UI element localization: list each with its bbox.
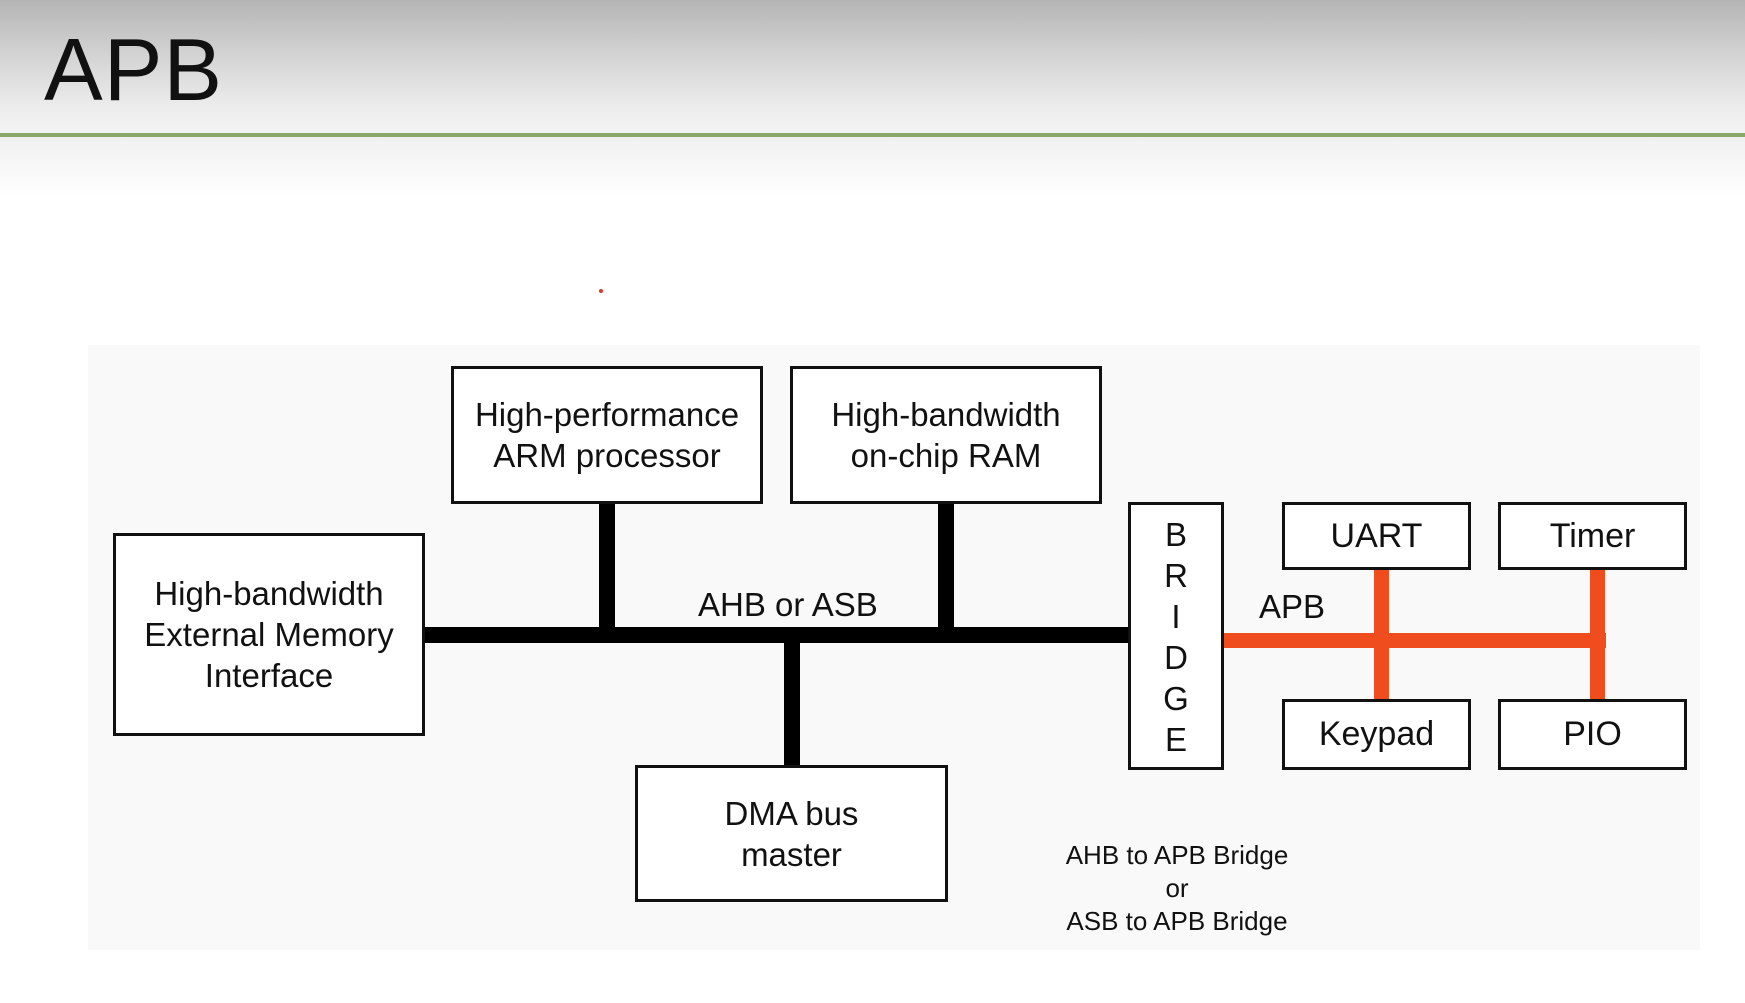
bridge-note-line1: AHB to APB Bridge [1065,840,1289,870]
bridge-letter-e: E [1164,721,1187,758]
arm-processor-label-line2: ARM processor [493,437,721,474]
bridge-letter-g: G [1163,680,1189,717]
bridge-letter-b: B [1164,516,1187,553]
bridge-letter-d: D [1164,639,1188,676]
external-memory-label-line1: High-bandwidth [154,575,384,612]
bridge-letter-r: R [1164,557,1188,594]
bridge-note-line2: or [1165,873,1189,903]
title-bar: APB [0,0,1745,133]
dma-master-box: DMA bus master [635,765,948,902]
onchip-ram-box: High-bandwidth on-chip RAM [790,366,1102,504]
pio-label: PIO [1563,715,1622,753]
laser-pointer-dot [599,289,603,293]
pio-box: PIO [1498,699,1687,770]
external-memory-label-line2: External Memory [144,616,394,653]
apb-bus-label: APB [1259,588,1326,625]
onchip-ram-label-line2: on-chip RAM [850,437,1042,474]
arm-bus-connector [599,502,615,629]
uart-box: UART [1282,502,1471,570]
apb-bus-line [1208,633,1606,648]
onchip-ram-label-line1: High-bandwidth [831,396,1061,433]
external-memory-box: High-bandwidth External Memory Interface [113,533,425,736]
dma-label-line1: DMA bus [724,794,859,832]
system-bus-label: AHB or ASB [698,586,878,623]
uart-label: UART [1330,516,1423,555]
dma-label-line2: master [741,835,842,873]
keypad-box: Keypad [1282,699,1471,770]
dma-bus-connector [784,641,800,767]
apb-timer-pio-connector [1590,568,1605,709]
system-bus-line [423,627,1131,643]
timer-label: Timer [1549,516,1636,555]
ram-bus-connector [938,502,954,629]
external-memory-label-line3: Interface [204,657,334,694]
bridge-letter-i: I [1171,598,1181,635]
arm-processor-box: High-performance ARM processor [451,366,763,504]
keypad-label: Keypad [1318,715,1435,753]
arm-processor-label-line1: High-performance [474,396,740,433]
title-divider [0,133,1745,137]
title-shadow [0,137,1745,197]
slide-title: APB [44,20,224,119]
bridge-box: B R I D G E [1128,502,1224,770]
bridge-note: AHB to APB Bridge or ASB to APB Bridge [1042,839,1312,938]
apb-uart-keypad-connector [1374,568,1389,709]
timer-box: Timer [1498,502,1687,570]
bridge-note-line3: ASB to APB Bridge [1066,906,1288,936]
